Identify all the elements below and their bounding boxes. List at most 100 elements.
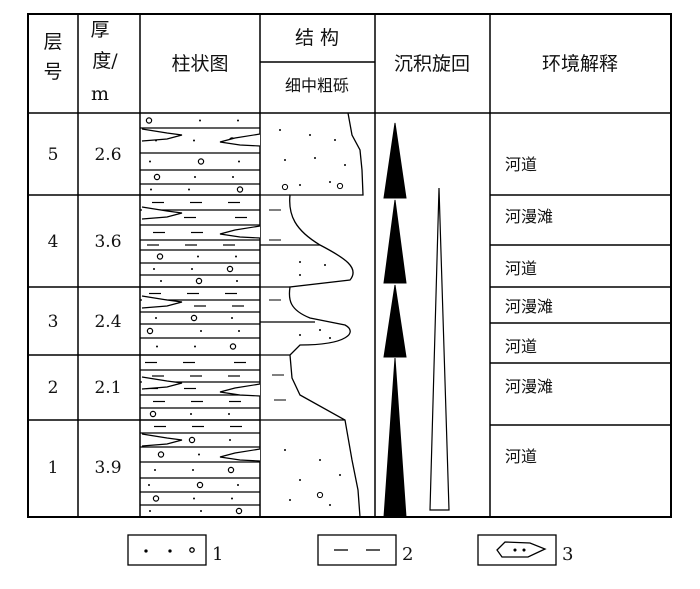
sand-dot	[193, 497, 195, 500]
gravel-symbol	[196, 481, 204, 489]
sand-dot	[299, 274, 301, 276]
sand-dot	[160, 280, 162, 282]
sand-dot	[193, 139, 195, 142]
sand-dot	[149, 510, 151, 512]
lens-symbol	[219, 448, 261, 462]
sand-dot	[238, 160, 240, 163]
sand-dot	[197, 255, 199, 258]
sand-dot	[155, 317, 157, 319]
gravel-symbol	[227, 466, 235, 474]
grain-size-profile	[260, 112, 364, 518]
lens-symbol	[141, 206, 183, 220]
header-thickness-unit: m	[91, 83, 109, 105]
layer-thickness: 3.6	[94, 232, 121, 252]
sand-dot	[329, 181, 331, 183]
sand-dot	[231, 497, 233, 500]
environment-label: 河道	[505, 447, 537, 466]
legend-item-mud: 2	[317, 534, 413, 566]
sand-dot	[148, 484, 150, 486]
environment-label: 河漫滩	[505, 297, 553, 316]
legend-item-sand-gravel: 1	[127, 534, 223, 566]
gravel-symbol	[188, 436, 196, 444]
sand-dot	[153, 268, 155, 270]
layer-thickness: 2.1	[94, 378, 121, 398]
gravel-symbol	[316, 491, 324, 499]
gravel-symbol	[281, 183, 289, 191]
sand-dot	[156, 345, 158, 348]
header-structure: 结 构	[295, 27, 339, 49]
lens-symbol	[141, 433, 183, 447]
layer-no: 3	[48, 312, 59, 332]
cycle-triangle	[383, 199, 407, 284]
sand-dot	[324, 264, 326, 266]
sand-dot	[314, 157, 316, 159]
sand-dot	[232, 176, 234, 178]
sand-dot	[154, 469, 156, 471]
environment-label: 河漫滩	[505, 377, 553, 396]
layer-no: 1	[48, 458, 59, 478]
sand-dot	[299, 261, 301, 263]
sand-dot	[319, 329, 321, 331]
sand-dot	[229, 439, 231, 441]
gravel-symbol	[190, 314, 198, 322]
legend: 1 2 3	[127, 534, 573, 566]
legend-label: 2	[402, 544, 413, 565]
gravel-symbol	[145, 117, 153, 124]
sand-dot	[149, 160, 151, 163]
sand-dot	[199, 119, 201, 122]
gravel-symbol	[235, 507, 243, 515]
gravel-symbol	[226, 265, 234, 273]
lens-symbol	[219, 383, 261, 397]
header-thickness: 度/	[92, 50, 118, 72]
legend-label: 1	[212, 544, 223, 565]
sand-dot	[188, 188, 190, 191]
legend-label: 3	[562, 544, 573, 565]
header-layer-no: 层	[43, 31, 62, 53]
cycle-triangle	[383, 122, 407, 199]
gravel-symbol	[336, 182, 344, 190]
sand-dot	[236, 280, 238, 282]
header-column: 柱状图	[171, 53, 228, 75]
sand-dot	[191, 268, 193, 270]
header-thickness: 厚	[90, 19, 109, 41]
legend-item-lens: 3	[477, 534, 573, 566]
table-grid	[27, 13, 672, 518]
layer-thickness: 2.4	[94, 312, 121, 332]
sand-dot	[289, 499, 291, 501]
sand-dot	[319, 459, 321, 461]
sand-dot	[329, 337, 331, 339]
sand-dot	[235, 255, 237, 258]
environment-label: 河道	[505, 259, 537, 278]
environment-label: 河漫滩	[505, 207, 553, 226]
sedimentary-cycles	[383, 122, 450, 518]
gravel-symbol	[153, 173, 161, 181]
sand-dot	[198, 453, 200, 456]
sand-dot	[228, 413, 230, 415]
layer-no: 5	[48, 145, 59, 165]
sand-dot	[194, 176, 196, 178]
sand-dot	[150, 188, 152, 191]
gravel-symbol	[152, 495, 160, 502]
header-layer-no: 号	[43, 61, 62, 83]
grain-size-symbols	[269, 129, 346, 506]
lithology-column	[140, 117, 261, 515]
gravel-symbol	[236, 186, 244, 193]
sand-dot	[200, 510, 202, 512]
large-cycle-triangle	[429, 187, 450, 511]
gravel-symbol	[156, 253, 164, 260]
sand-dot	[279, 129, 281, 131]
sand-dot	[200, 330, 202, 332]
sand-dot	[299, 184, 301, 186]
sand-dot	[299, 334, 301, 336]
lens-symbol	[141, 295, 183, 309]
sand-dot	[334, 139, 336, 141]
header-grain-size: 细中粗砾	[285, 76, 349, 95]
sand-dot	[231, 317, 233, 319]
sand-dot	[238, 330, 240, 332]
layer-thickness: 2.6	[94, 145, 121, 165]
gravel-symbol	[146, 327, 154, 335]
header-cycle: 沉积旋回	[394, 53, 470, 75]
sand-dot	[194, 345, 196, 348]
environment-label: 河道	[505, 337, 537, 356]
